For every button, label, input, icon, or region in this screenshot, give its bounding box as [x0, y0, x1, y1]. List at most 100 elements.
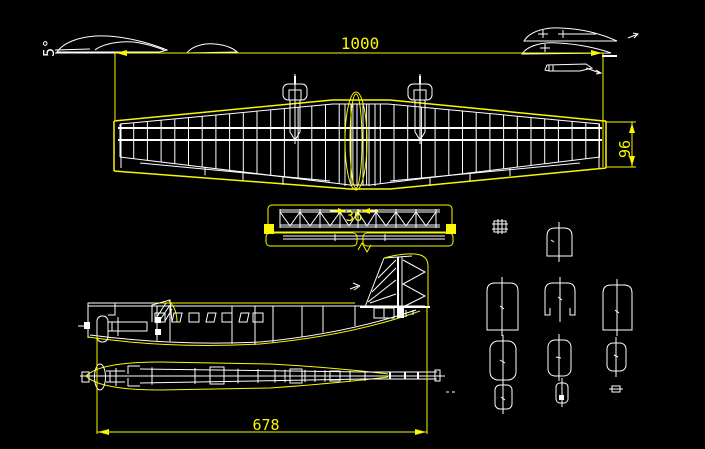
strip-pointer: [585, 67, 603, 75]
motor-hook: [84, 322, 90, 329]
truss-diagonal: [319, 211, 331, 227]
fuselage-side-view: [78, 282, 425, 346]
lightening-hole: [238, 312, 250, 323]
part-mark: [559, 395, 564, 400]
fin-truss-diagonals: [367, 259, 397, 304]
fuselage-formers: [156, 306, 356, 345]
former-part: [544, 277, 576, 322]
former-outline: [546, 227, 573, 257]
root-airfoil-section-view: 5°: [40, 35, 170, 57]
former-part: [486, 277, 519, 336]
former-part: [547, 334, 572, 381]
le-bar-outline: [362, 232, 454, 247]
former-part: [546, 222, 573, 262]
spar-end: [397, 308, 404, 318]
leading-edge: [119, 103, 601, 125]
truss-diagonal: [395, 211, 407, 227]
former-part: [606, 337, 627, 377]
spar-strip-part: [544, 63, 594, 72]
spar-joint: [155, 329, 161, 335]
windshield-hatch: [151, 299, 173, 323]
fin-leading-edge: [364, 257, 385, 308]
le-bar-outline: [265, 232, 358, 247]
nose-assembly: [78, 299, 178, 343]
former-part: [609, 385, 623, 393]
square-fitting: [493, 220, 507, 233]
wing-mount-pylon: [282, 74, 308, 144]
truss-diagonal: [375, 211, 387, 227]
fuselage-footprint: [344, 91, 368, 191]
dimension-arrow-icon: [591, 50, 602, 56]
former-part: [492, 219, 508, 234]
truss-diagonal: [309, 211, 321, 227]
tip-chord-dimension: 96: [606, 121, 636, 168]
truss-end-pad: [264, 224, 274, 234]
tip-chord-value: 96: [616, 140, 634, 158]
tip-airfoil-section-view: [521, 27, 640, 75]
former-part: [602, 279, 633, 336]
hatch-opening: [329, 370, 341, 382]
spar-joint: [155, 317, 161, 323]
fuselage-bottom-outline: [87, 310, 421, 346]
fitting-grid: [492, 219, 508, 234]
vertical-fin-view: [360, 253, 430, 317]
motor-shaft: [107, 321, 148, 332]
nose-box: [87, 302, 155, 338]
former-outline: [602, 284, 633, 331]
break-symbol: [357, 241, 372, 254]
lightening-hole: [221, 312, 233, 323]
wing-ribs: [119, 104, 600, 186]
fuselage-outline-bottom: [85, 375, 389, 391]
truss-diagonal: [405, 211, 417, 227]
hatch-opening: [209, 366, 225, 385]
mid-airfoil-section-view: [184, 43, 240, 54]
fin-outline: [383, 253, 429, 307]
fuselage-outline-top: [85, 361, 389, 377]
part-mark: [614, 309, 620, 314]
lightening-hole: [188, 312, 200, 323]
center-width-dimension: 36: [330, 208, 378, 225]
rudder-truss-diagonals: [401, 259, 427, 308]
fuselage-length-value: 678: [252, 416, 279, 434]
bottom-longeron: [89, 309, 417, 344]
truss-diagonal: [299, 211, 311, 227]
former-outline: [486, 282, 519, 331]
truss-end-pad: [446, 224, 456, 234]
dimension-arrow-icon: [415, 429, 426, 435]
fuselage-top-view: [80, 361, 455, 393]
dimension-arrow-icon: [338, 208, 346, 214]
parts-sheet: [486, 219, 633, 414]
truss-diagonal: [279, 211, 291, 227]
tail-post: [434, 369, 441, 382]
lightening-hole: [252, 312, 264, 323]
former-part: [494, 380, 513, 414]
part-mark: [500, 396, 506, 401]
truss-diagonal: [357, 211, 368, 227]
part-mark: [499, 359, 506, 364]
lightening-hole: [171, 312, 183, 323]
part-mark: [499, 305, 505, 310]
truss-diagonal: [385, 211, 397, 227]
lightening-hole: [205, 312, 217, 323]
part-mark: [557, 296, 563, 301]
dimension-arrow-icon: [362, 208, 370, 214]
former-part: [489, 335, 517, 386]
airfoil-outline: [186, 43, 239, 54]
lightening-hole: [154, 312, 166, 323]
lightening-holes: [154, 312, 264, 323]
pylon-outline: [167, 299, 178, 323]
truss-diagonal: [415, 211, 427, 227]
dimension-arrow-icon: [98, 429, 109, 435]
small-arrow-icon: [627, 32, 640, 39]
airfoil-outline: [523, 27, 618, 42]
aileron-ticks: [204, 167, 511, 186]
wingspan-dimension: 1000: [114, 34, 604, 167]
fuselage-length-dimension: 678: [96, 307, 428, 435]
airfoil-inner-outline: [94, 41, 165, 51]
truss-diagonals: [279, 209, 437, 228]
side-longeron: [139, 368, 366, 373]
truss-diagonal: [425, 211, 437, 227]
fuselage-formers-top: [151, 367, 366, 385]
nose-assembly-top: [81, 363, 140, 391]
